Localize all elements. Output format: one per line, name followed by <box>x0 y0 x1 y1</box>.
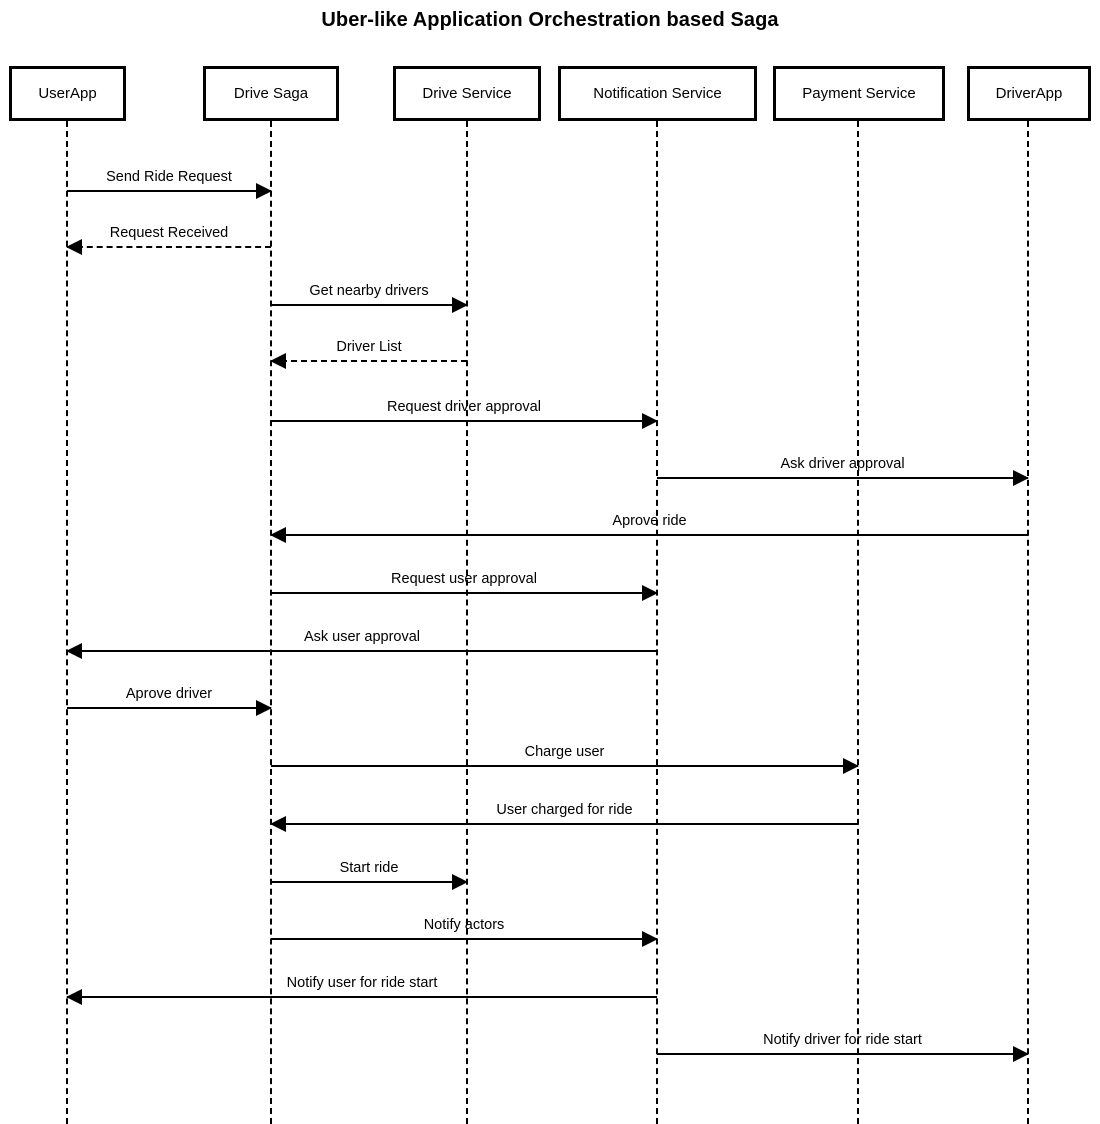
message-label: Charge user <box>524 744 605 760</box>
message-label: Notify driver for ride start <box>763 1032 922 1048</box>
arrowhead-right-icon <box>452 297 468 313</box>
message-line <box>271 823 858 825</box>
participant-payment[interactable]: Payment Service <box>773 66 945 121</box>
lifeline-userapp <box>66 121 68 1124</box>
participant-label: Drive Saga <box>233 85 309 102</box>
participant-driveservice[interactable]: Drive Service <box>393 66 541 121</box>
arrowhead-right-icon <box>843 758 859 774</box>
message-line <box>657 477 1028 479</box>
message-label: Ask driver approval <box>780 456 905 472</box>
participant-label: Drive Service <box>422 85 512 102</box>
message-label: Send Ride Request <box>106 169 232 185</box>
message-line <box>271 304 467 306</box>
lifeline-notification <box>656 121 658 1124</box>
participant-notification[interactable]: Notification Service <box>558 66 757 121</box>
message-label: Notify actors <box>423 917 505 933</box>
participant-drivesaga[interactable]: Drive Saga <box>203 66 339 121</box>
message-line <box>67 707 271 709</box>
message-line <box>271 938 657 940</box>
message-label: Start ride <box>339 860 399 876</box>
arrowhead-left-icon <box>66 643 82 659</box>
arrowhead-right-icon <box>256 183 272 199</box>
participant-label: Payment Service <box>802 85 916 102</box>
arrowhead-left-icon <box>270 353 286 369</box>
page-title: Uber-like Application Orchestration base… <box>321 9 779 31</box>
message-line <box>271 592 657 594</box>
message-label: Request user approval <box>391 571 537 587</box>
participant-userapp[interactable]: UserApp <box>9 66 126 121</box>
message-line <box>271 360 467 362</box>
message-label: Get nearby drivers <box>309 283 429 299</box>
arrowhead-right-icon <box>642 413 658 429</box>
message-label: Ask user approval <box>303 629 421 645</box>
arrowhead-left-icon <box>270 527 286 543</box>
message-line <box>271 765 858 767</box>
arrowhead-right-icon <box>452 874 468 890</box>
message-label: Aprove ride <box>612 513 687 529</box>
message-label: Aprove driver <box>125 686 213 702</box>
message-label: Request Received <box>109 225 229 241</box>
arrowhead-right-icon <box>1013 1046 1029 1062</box>
arrowhead-right-icon <box>642 585 658 601</box>
message-line <box>271 534 1028 536</box>
arrowhead-left-icon <box>270 816 286 832</box>
message-line <box>67 190 271 192</box>
message-line <box>271 881 467 883</box>
arrowhead-right-icon <box>642 931 658 947</box>
participant-driverapp[interactable]: DriverApp <box>967 66 1091 121</box>
arrowhead-left-icon <box>66 989 82 1005</box>
participant-label: UserApp <box>38 85 97 102</box>
message-label: Request driver approval <box>387 399 541 415</box>
arrowhead-right-icon <box>256 700 272 716</box>
message-label: Driver List <box>336 339 402 355</box>
participant-label: Notification Service <box>593 85 722 102</box>
participant-label: DriverApp <box>995 85 1063 102</box>
lifeline-driverapp <box>1027 121 1029 1124</box>
lifeline-drivesaga <box>270 121 272 1124</box>
message-line <box>67 246 271 248</box>
message-line <box>271 420 657 422</box>
arrowhead-left-icon <box>66 239 82 255</box>
arrowhead-right-icon <box>1013 470 1029 486</box>
message-label: User charged for ride <box>496 802 633 818</box>
message-line <box>67 996 657 998</box>
message-line <box>67 650 657 652</box>
message-label: Notify user for ride start <box>286 975 438 991</box>
lifeline-driveservice <box>466 121 468 1124</box>
lifeline-payment <box>857 121 859 1124</box>
message-line <box>657 1053 1028 1055</box>
